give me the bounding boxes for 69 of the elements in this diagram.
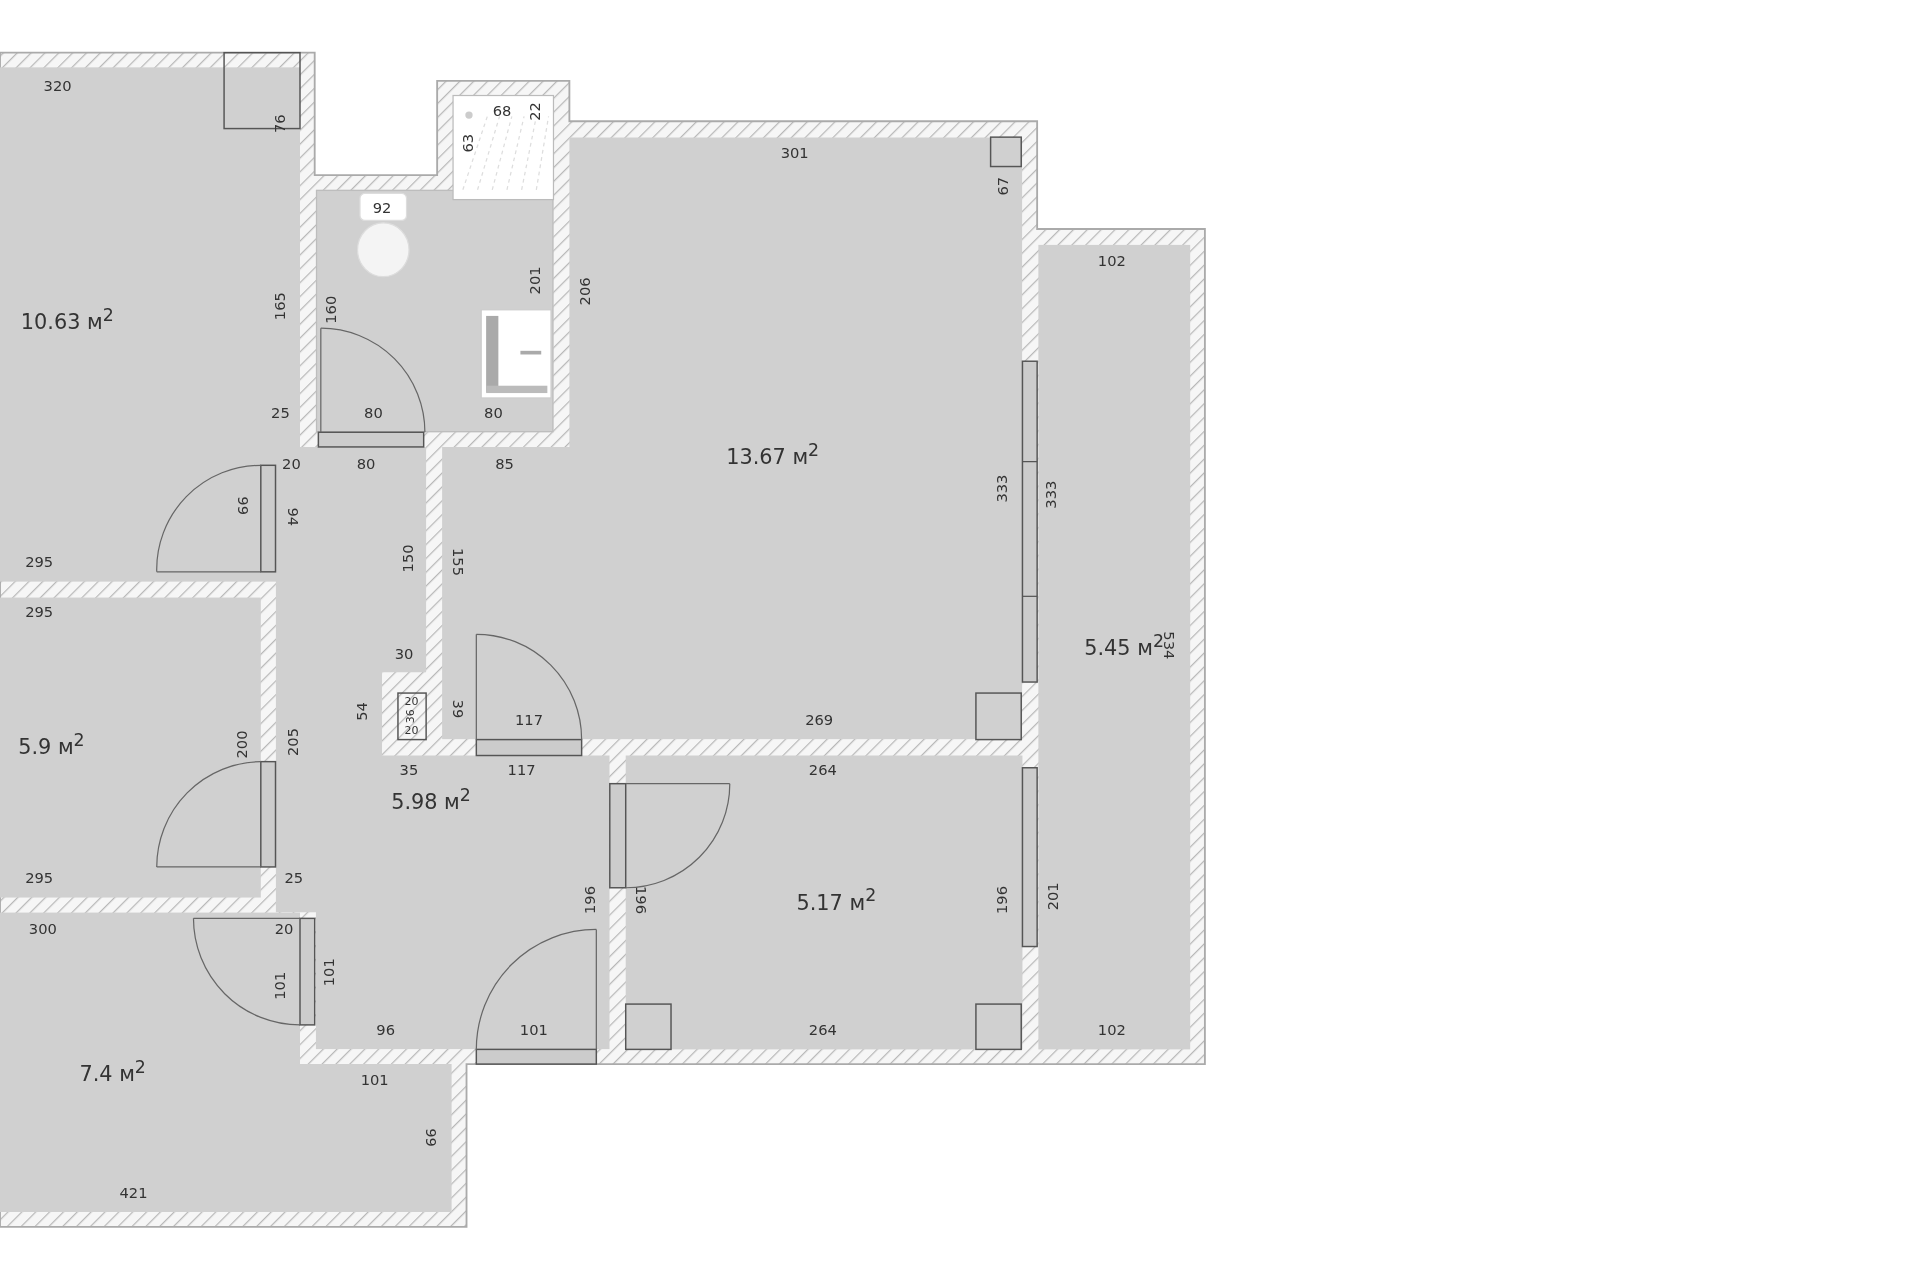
dimension-label: 80: [356, 456, 376, 472]
dimension-label: 117: [514, 712, 543, 728]
area-label: 5.45 м$^{2}$: [1084, 630, 1164, 660]
dimension-label: 68: [492, 104, 512, 119]
dimension-label: 196: [633, 886, 648, 914]
dimension-label: 269: [805, 712, 834, 728]
dimension-label: 25: [284, 870, 304, 886]
dimension-label: 99: [235, 496, 250, 516]
dimension-label: 94: [285, 507, 300, 527]
dimension-label: 20: [282, 456, 301, 472]
dimension-label: 101: [519, 1022, 548, 1038]
dimension-label: 80: [364, 405, 383, 420]
dimension-label: 20: [274, 922, 294, 937]
area-label: 5.17 м$^{2}$: [796, 885, 877, 915]
dimension-label: 102: [1097, 253, 1126, 269]
dimension-label: 67: [995, 176, 1011, 196]
dimension-label: 150: [400, 544, 416, 573]
dimension-label: 76: [273, 114, 288, 134]
dimension-label: 534: [1162, 631, 1177, 660]
dimension-label: 101: [273, 971, 288, 1000]
dimension-label: 155: [450, 548, 466, 577]
dimension-label: 36: [405, 709, 417, 724]
dimension-label: 101: [360, 1072, 389, 1088]
dimension-label: 101: [322, 958, 337, 987]
dimension-label: 92: [372, 200, 392, 216]
dimension-label: 102: [1097, 1022, 1126, 1038]
dimension-label: 30: [394, 646, 414, 662]
dimension-label: 20: [404, 725, 419, 737]
area-label: 5.9 м$^{2}$: [18, 730, 85, 759]
dimension-label: 85: [495, 456, 514, 472]
dimension-label: 80: [484, 405, 503, 420]
area-label: 10.63 м$^{2}$: [20, 305, 114, 335]
dimension-label: 320: [43, 78, 72, 94]
dimension-label: 25: [271, 405, 290, 420]
dimension-label: 206: [577, 277, 593, 306]
dimension-label: 22: [527, 102, 543, 121]
dimension-label: 196: [582, 886, 598, 914]
room-floor: [0, 67, 300, 582]
dimension-label: 264: [808, 762, 837, 778]
dimension-label: 300: [28, 922, 57, 937]
dimension-label: 160: [323, 295, 338, 324]
dimension-label: 295: [25, 604, 54, 620]
dimension-label: 20: [404, 696, 419, 708]
dimension-label: 295: [25, 554, 54, 570]
dimension-label: 54: [355, 702, 370, 721]
dimension-label: 96: [376, 1022, 396, 1038]
dimension-label: 99: [423, 1128, 439, 1147]
dimension-label: 39: [450, 699, 466, 719]
dimension-label: 333: [994, 474, 1009, 503]
area-label: 5.98 м$^{2}$: [391, 785, 471, 815]
room-floor: [625, 755, 1023, 1050]
dimension-label: 117: [507, 762, 536, 778]
area-label: 7.4 м$^{2}$: [79, 1056, 146, 1086]
dimension-label: 264: [808, 1022, 837, 1038]
dimension-label: 200: [235, 730, 250, 759]
dimension-label: 333: [1043, 480, 1058, 509]
dimension-label: 201: [527, 266, 543, 295]
dimension-label: 421: [119, 1185, 148, 1200]
room-floor: [0, 597, 261, 898]
dimension-label: 301: [780, 145, 809, 161]
dimension-label: 201: [1045, 882, 1061, 911]
dimension-label: 165: [273, 292, 288, 321]
dimension-label: 35: [399, 762, 419, 778]
area-label: 13.67 м$^{2}$: [726, 439, 820, 469]
dimension-label: 63: [460, 133, 476, 153]
room-floor: [1038, 244, 1191, 1050]
dimension-label: 295: [25, 870, 54, 886]
dimension-label: 196: [994, 886, 1009, 914]
dimension-label: 205: [285, 728, 300, 757]
